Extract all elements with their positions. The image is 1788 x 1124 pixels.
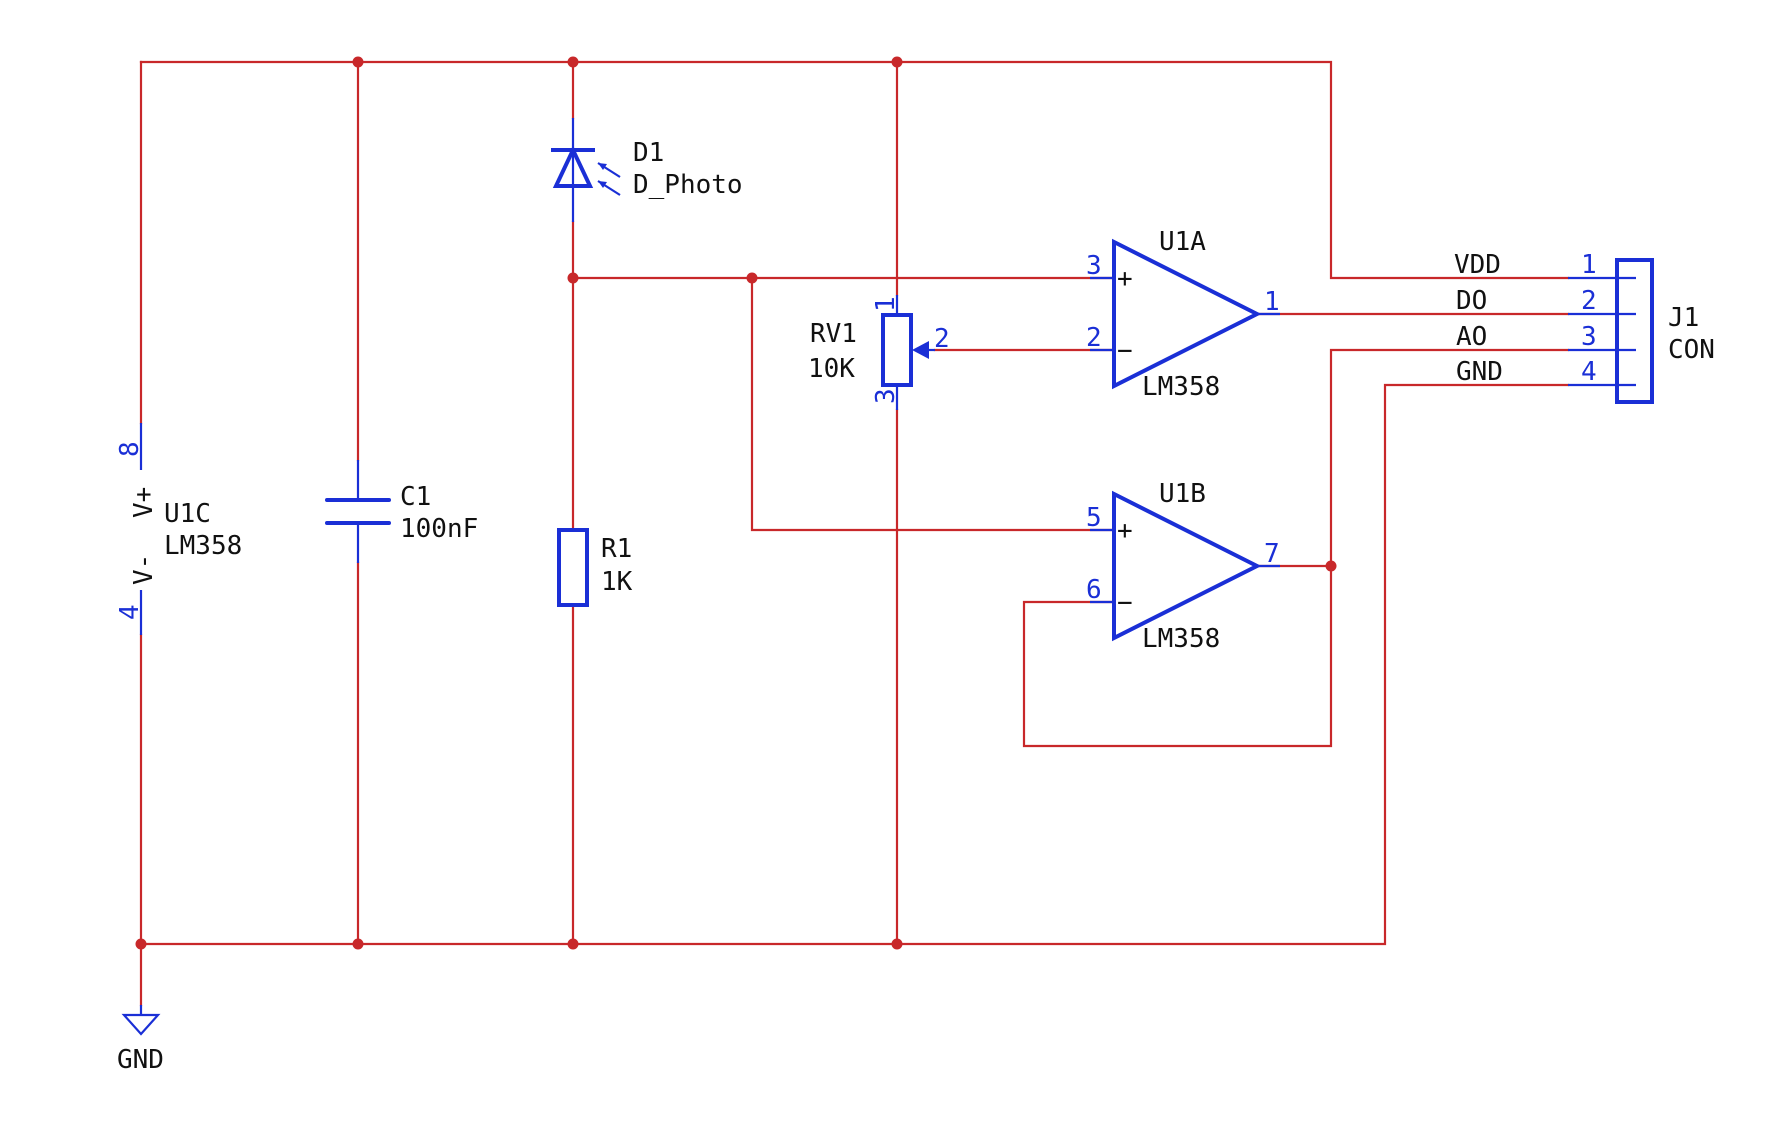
u1c-vminus-label: V- (129, 554, 159, 585)
u1b-pin5-number: 5 (1086, 503, 1102, 533)
wire-sense-to-u1b (750, 276, 1116, 532)
u1c-vplus-label: V+ (129, 487, 159, 518)
u1a-plus-sign: + (1117, 264, 1133, 294)
j1-connector: 1 2 3 4 VDD DO AO GND J1 CON (1454, 250, 1715, 404)
u1a-ref: U1A (1159, 227, 1206, 257)
u1b-pin6-number: 6 (1086, 575, 1102, 605)
u1a-value: LM358 (1142, 372, 1220, 402)
d1-ref: D1 (633, 138, 664, 168)
r1-resistor: R1 1K (557, 528, 633, 607)
u1b-opamp: + − 5 6 7 U1B LM358 (1086, 479, 1280, 654)
u1c-value: LM358 (164, 531, 242, 561)
rv1-pin1-number: 1 (871, 296, 901, 312)
c1-ref: C1 (400, 482, 431, 512)
wire-bottom-rail (139, 383, 1570, 946)
rv1-value: 10K (808, 354, 855, 384)
rv1-pin2-number: 2 (934, 324, 950, 354)
wire-ao (1329, 348, 1570, 568)
junction-dot (891, 56, 903, 68)
u1c-pin8-number: 8 (115, 441, 145, 457)
c1-capacitor: C1 100nF (325, 460, 478, 563)
junction-dot (1325, 560, 1337, 572)
opamp-icon (1090, 238, 1280, 390)
resistor-icon (557, 528, 589, 607)
gnd-label: GND (117, 1045, 164, 1075)
rv1-potentiometer: 1 3 2 RV1 10K (808, 295, 950, 410)
u1a-minus-sign: − (1117, 336, 1133, 366)
potentiometer-icon (881, 295, 935, 410)
rv1-pin3-number: 3 (871, 388, 901, 404)
j1-pin-number: 4 (1581, 357, 1597, 387)
j1-ref: J1 (1668, 303, 1699, 333)
wires (139, 60, 1570, 1007)
ground-icon (121, 1005, 161, 1036)
junction-dot (567, 938, 579, 950)
c1-value: 100nF (400, 514, 478, 544)
net-label-ao: AO (1456, 322, 1487, 352)
u1c-power-unit: 8 V+ V- 4 U1C LM358 (115, 423, 242, 635)
d1-value: D_Photo (633, 170, 743, 200)
opamp-icon (1090, 490, 1280, 642)
junctions (135, 56, 1337, 950)
junction-dot (352, 938, 364, 950)
j1-pin-number: 3 (1581, 322, 1597, 352)
r1-ref: R1 (601, 534, 632, 564)
u1c-ref: U1C (164, 499, 211, 529)
u1a-pin2-number: 2 (1086, 323, 1102, 353)
junction-dot (567, 56, 579, 68)
d1-photodiode: D1 D_Photo (551, 118, 743, 222)
ground-symbol: GND (117, 1005, 164, 1075)
wire-top-rail (139, 60, 1570, 280)
j1-value: CON (1668, 335, 1715, 365)
connector-icon (1568, 258, 1654, 404)
u1c-pin4-number: 4 (115, 604, 145, 620)
net-label-do: DO (1456, 286, 1487, 316)
junction-dot (567, 272, 579, 284)
junction-dot (352, 56, 364, 68)
r1-value: 1K (601, 567, 633, 597)
u1a-pin3-number: 3 (1086, 251, 1102, 281)
wire-u1b-feedback (1022, 564, 1333, 748)
junction-dot (135, 938, 147, 950)
u1a-pin1-number: 1 (1264, 287, 1280, 317)
photodiode-icon (551, 118, 621, 222)
j1-pin-number: 1 (1581, 250, 1597, 280)
junction-dot (891, 938, 903, 950)
u1b-ref: U1B (1159, 479, 1206, 509)
rv1-ref: RV1 (810, 319, 857, 349)
u1a-opamp: + − 3 2 1 U1A LM358 (1086, 227, 1280, 402)
net-label-gnd: GND (1456, 357, 1503, 387)
junction-dot (746, 272, 758, 284)
u1b-plus-sign: + (1117, 516, 1133, 546)
capacitor-icon (325, 460, 391, 563)
j1-pin-number: 2 (1581, 286, 1597, 316)
net-label-vdd: VDD (1454, 250, 1501, 280)
u1b-pin7-number: 7 (1264, 539, 1280, 569)
u1b-minus-sign: − (1117, 588, 1133, 618)
u1b-value: LM358 (1142, 624, 1220, 654)
